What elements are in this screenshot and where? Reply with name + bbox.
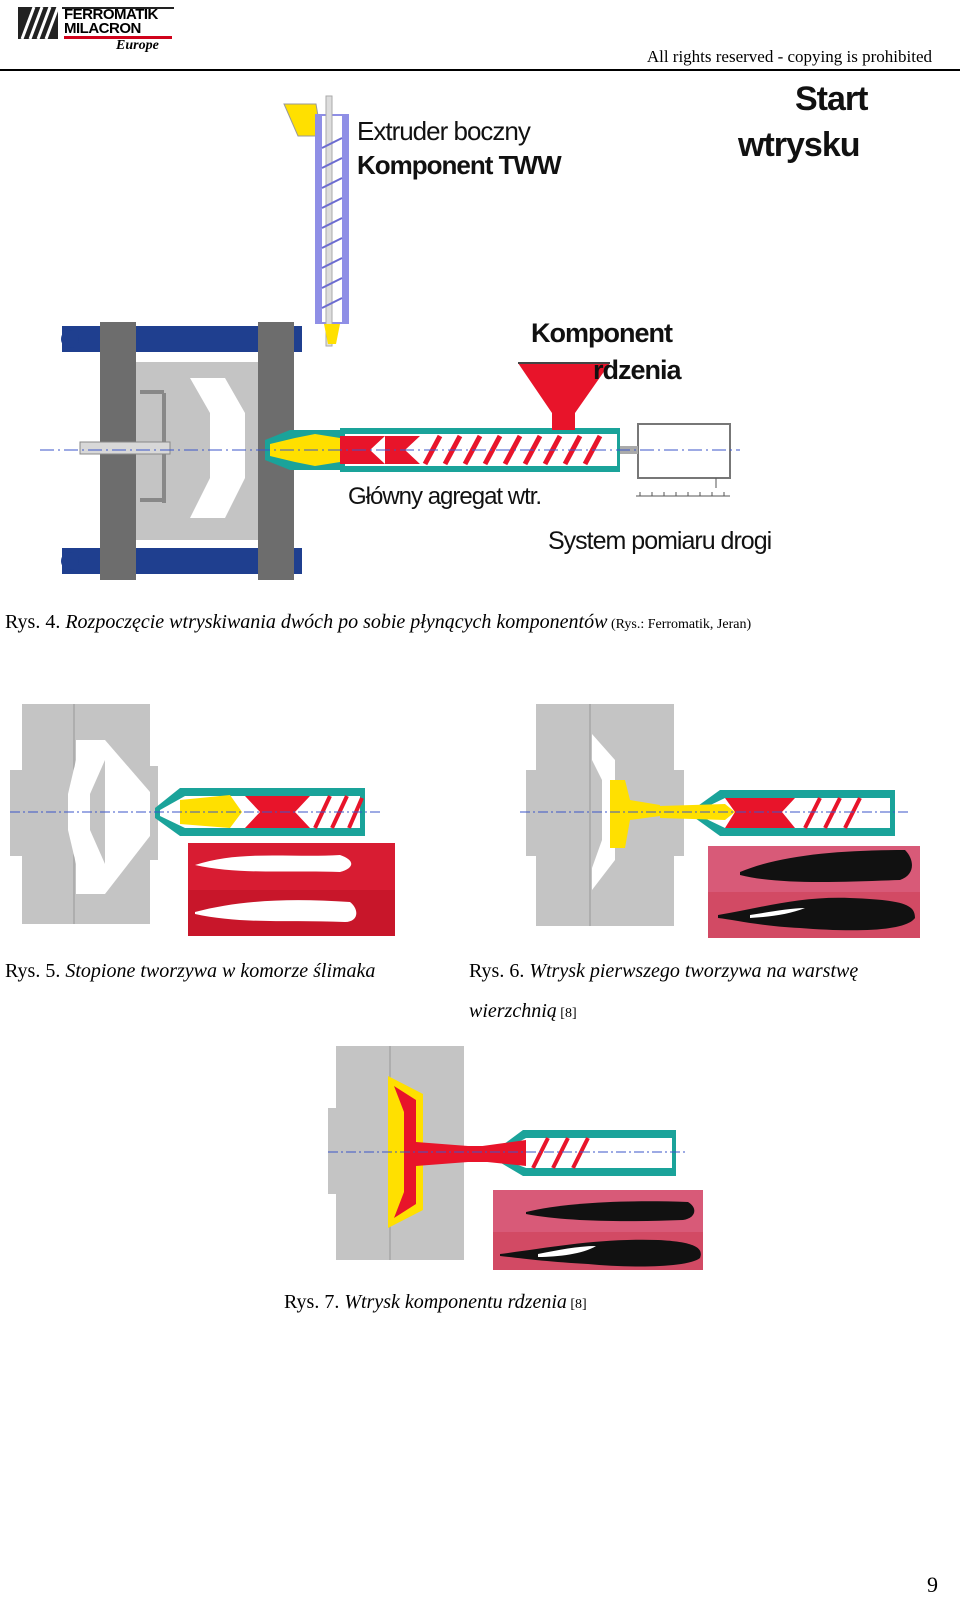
figure-5-diagram [10,700,395,936]
fig6-caption-text-1: Wtrysk pierwszego tworzywa na warstwę [529,960,859,982]
fig6-caption-line-2: wierzchnią [8] [469,1000,577,1023]
header-divider [0,69,960,71]
fig7-caption-text: Wtrysk komponentu rdzenia [344,1291,567,1313]
fig4-label-tww: Komponent TWW [357,150,562,180]
fig5-caption: Rys. 5. Stopione tworzywa w komorze ślim… [5,960,375,983]
fig7-caption-ref: [8] [566,1297,587,1312]
fig6-caption-ref: [8] [556,1006,577,1021]
fig7-caption-number: Rys. 7. [284,1291,345,1313]
copyright-notice: All rights reserved - copying is prohibi… [646,47,932,66]
page-number: 9 [927,1572,938,1597]
fig4-label-main-unit: Główny agregat wtr. [348,483,542,510]
logo-line-2: MILACRON [64,20,141,37]
fig4-label-measuring: System pomiaru drogi [548,527,772,555]
fig4-caption-number: Rys. 4. [5,611,66,633]
fig5-caption-text: Stopione tworzywa w komorze ślimaka [65,960,376,982]
figure-6-diagram [520,704,920,938]
fig4-caption-text: Rozpoczęcie wtryskiwania dwóch po sobie … [65,611,608,633]
company-logo [14,4,174,56]
fig4-label-core-2: rdzenia [593,355,682,385]
fig4-label-start: Start [795,80,868,118]
logo-line-1: FERROMATIK [64,6,158,23]
fig4-caption-source: (Rys.: Ferromatik, Jeran) [607,617,752,632]
figure-4-diagram [40,95,740,580]
fig4-label-core-1: Komponent [531,318,673,348]
fig6-caption-number: Rys. 6. [469,960,530,982]
figure-7-diagram [328,1046,703,1270]
logo-red-bar [64,36,172,39]
logo-line-3: Europe [116,38,159,53]
fig6-caption-line-1: Rys. 6. Wtrysk pierwszego tworzywa na wa… [469,960,858,983]
fig7-caption: Rys. 7. Wtrysk komponentu rdzenia [8] [284,1291,587,1314]
fig4-label-wtrysku: wtrysku [738,126,860,164]
fig6-caption-text-2: wierzchnią [469,1000,557,1022]
logo-mark-icon [18,6,174,40]
fig4-label-extruder: Extruder boczny [357,116,531,146]
fig5-caption-number: Rys. 5. [5,960,66,982]
fig4-caption: Rys. 4. Rozpoczęcie wtryskiwania dwóch p… [5,611,751,634]
